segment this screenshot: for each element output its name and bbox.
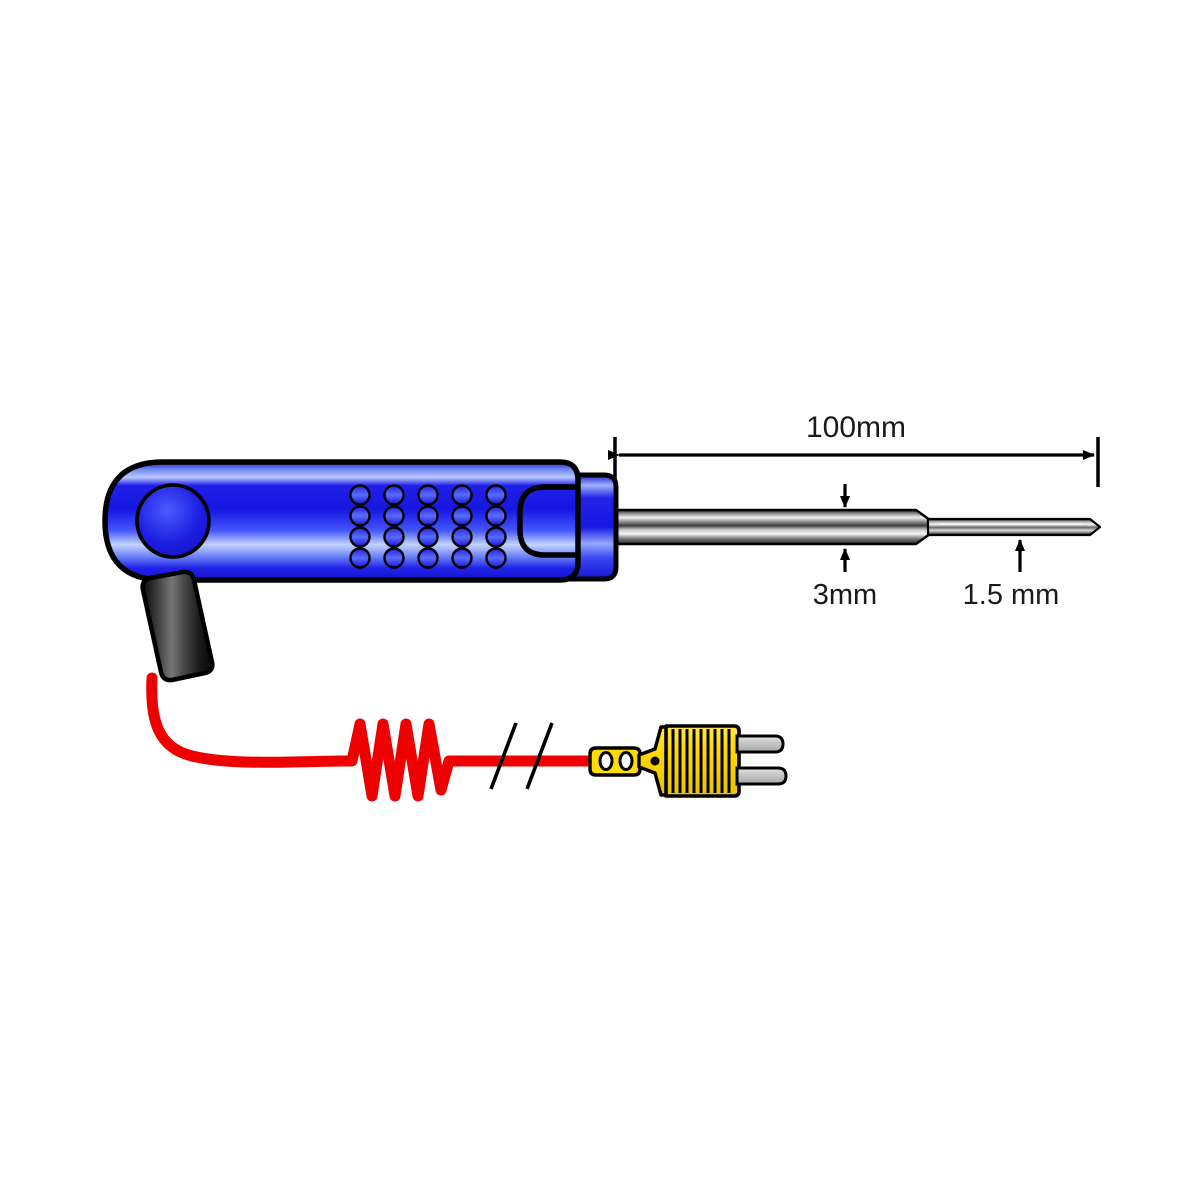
probe-shaft-thick [610, 508, 932, 546]
dimension-label-length: 100mm [806, 411, 906, 444]
dimension-label-shaft-diameter: 3mm [813, 579, 877, 611]
dimension-label-tip-diameter: 1.5 mm [963, 579, 1060, 611]
connector-pin-upper [735, 734, 785, 754]
break-symbol-slash-2 [525, 722, 554, 790]
handle-vent-grid [349, 484, 507, 569]
probe-shaft-group [610, 508, 1102, 546]
boot-body [140, 569, 215, 683]
cable-segment-curved [146, 672, 346, 768]
probe-shaft-thin [926, 517, 1102, 537]
probe-handle-group [102, 459, 619, 583]
dimension-tip-diameter-1-5mm: 1.5 mm [963, 539, 1060, 611]
thermocouple-connector-group [588, 724, 788, 798]
connector-polarity-dot [650, 756, 660, 766]
dimension-length-100mm: 100mm [608, 411, 1100, 487]
thermocouple-cable-group [146, 672, 604, 802]
clamp-opening-right [618, 751, 634, 771]
clamp-opening-left [598, 751, 614, 771]
handle-thumb-hole [135, 483, 211, 559]
connector-pin-lower [735, 766, 788, 786]
cable-coiled-section [334, 718, 474, 802]
cable-strain-relief-boot [140, 569, 215, 683]
handle-collar-notch [517, 484, 581, 558]
dimension-shaft-diameter-3mm: 3mm [813, 484, 877, 611]
break-symbol-slash-1 [489, 722, 518, 790]
connector-ribs [671, 729, 731, 793]
